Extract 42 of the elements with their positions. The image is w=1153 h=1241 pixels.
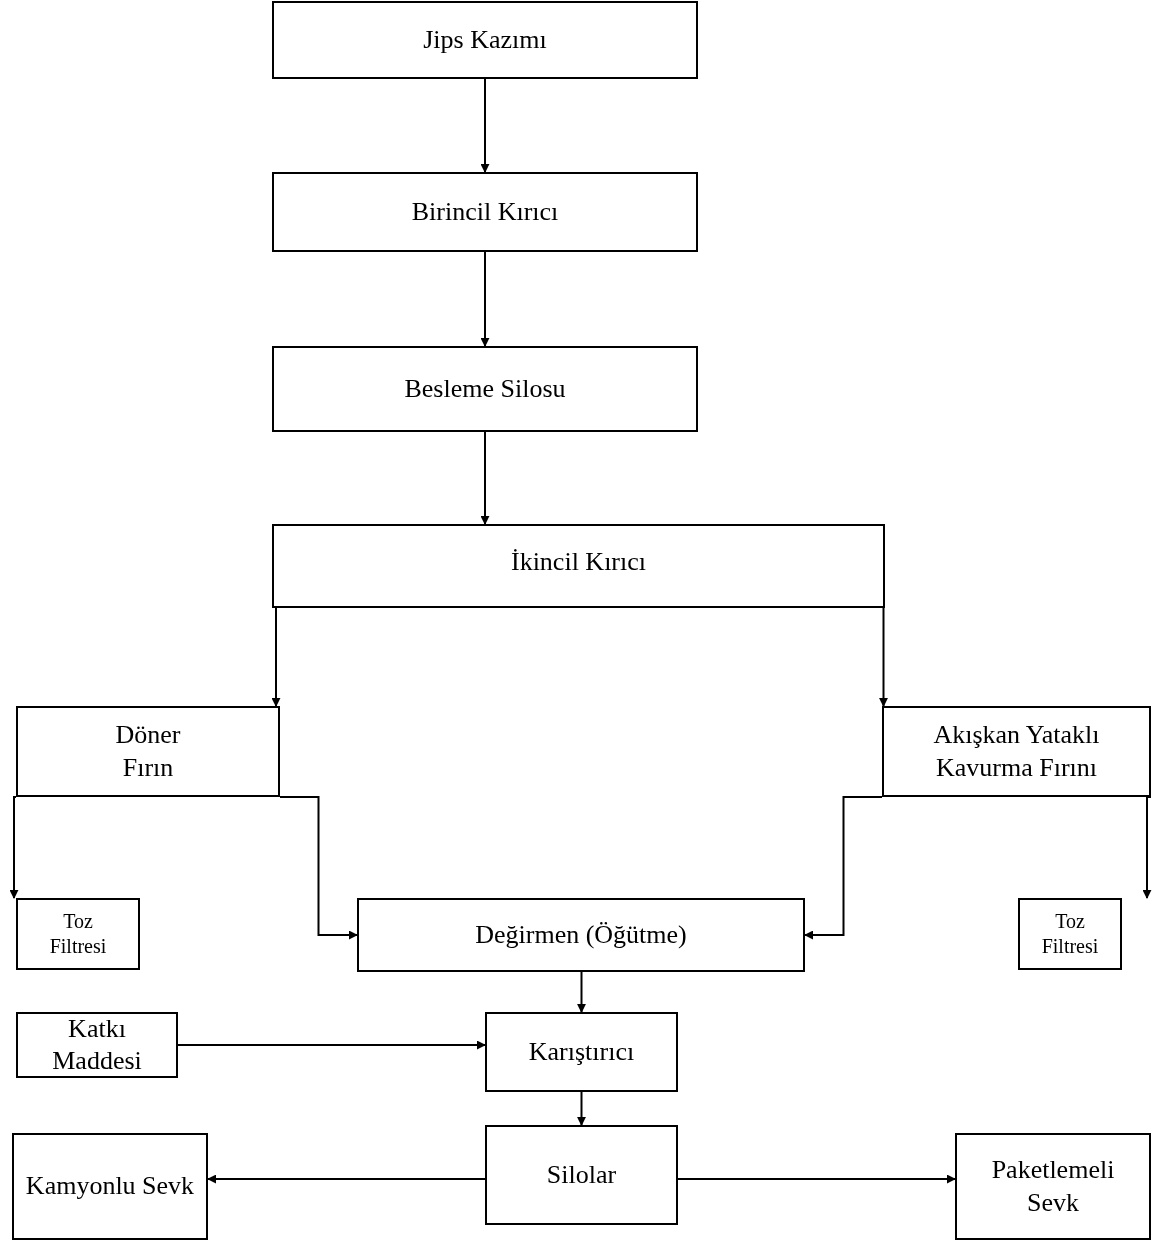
arrow (577, 1091, 586, 1126)
arrow (177, 1040, 486, 1050)
arrow (480, 431, 490, 525)
process-box (882, 706, 1151, 797)
process-box (485, 1125, 678, 1225)
box-label: İkincil Kırıcı (511, 546, 646, 578)
box-label: Birincil Kırıcı (411, 195, 559, 228)
box-label: Karıştırıcı (528, 1035, 635, 1068)
process-box (1018, 898, 1122, 970)
arrow (480, 251, 490, 347)
arrow (879, 607, 888, 707)
box-label: Akışkan Yataklı Kavurma Fırını (932, 719, 1101, 784)
box-label: Kamyonlu Sevk (25, 1170, 195, 1203)
process-box (357, 898, 805, 972)
process-box (16, 898, 140, 970)
box-label: Besleme Silosu (404, 372, 566, 405)
arrow (804, 796, 883, 940)
arrow (271, 607, 281, 707)
process-box (16, 1012, 178, 1078)
box-label: Katkı Maddesi (51, 1012, 143, 1077)
arrow (1142, 796, 1152, 899)
process-box (955, 1133, 1151, 1240)
box-label: Döner Fırın (114, 719, 182, 784)
box-label: Toz Filtresi (1040, 909, 1100, 959)
process-box (272, 524, 885, 608)
arrow (577, 971, 586, 1013)
arrow (677, 1174, 956, 1184)
process-box (485, 1012, 678, 1092)
box-label: Silolar (546, 1158, 617, 1191)
process-box (272, 346, 698, 432)
process-box (272, 1, 698, 79)
box-label: Paketlemeli Sevk (990, 1154, 1116, 1219)
process-box (16, 706, 280, 797)
arrow (480, 78, 490, 173)
box-label: Jips Kazımı (423, 23, 547, 56)
process-box (12, 1133, 208, 1240)
box-label: Toz Filtresi (48, 909, 108, 959)
arrow (279, 796, 358, 940)
arrow (207, 1174, 486, 1184)
process-box (272, 172, 698, 252)
box-label: Değirmen (Öğütme) (475, 918, 687, 951)
arrow (9, 796, 19, 899)
